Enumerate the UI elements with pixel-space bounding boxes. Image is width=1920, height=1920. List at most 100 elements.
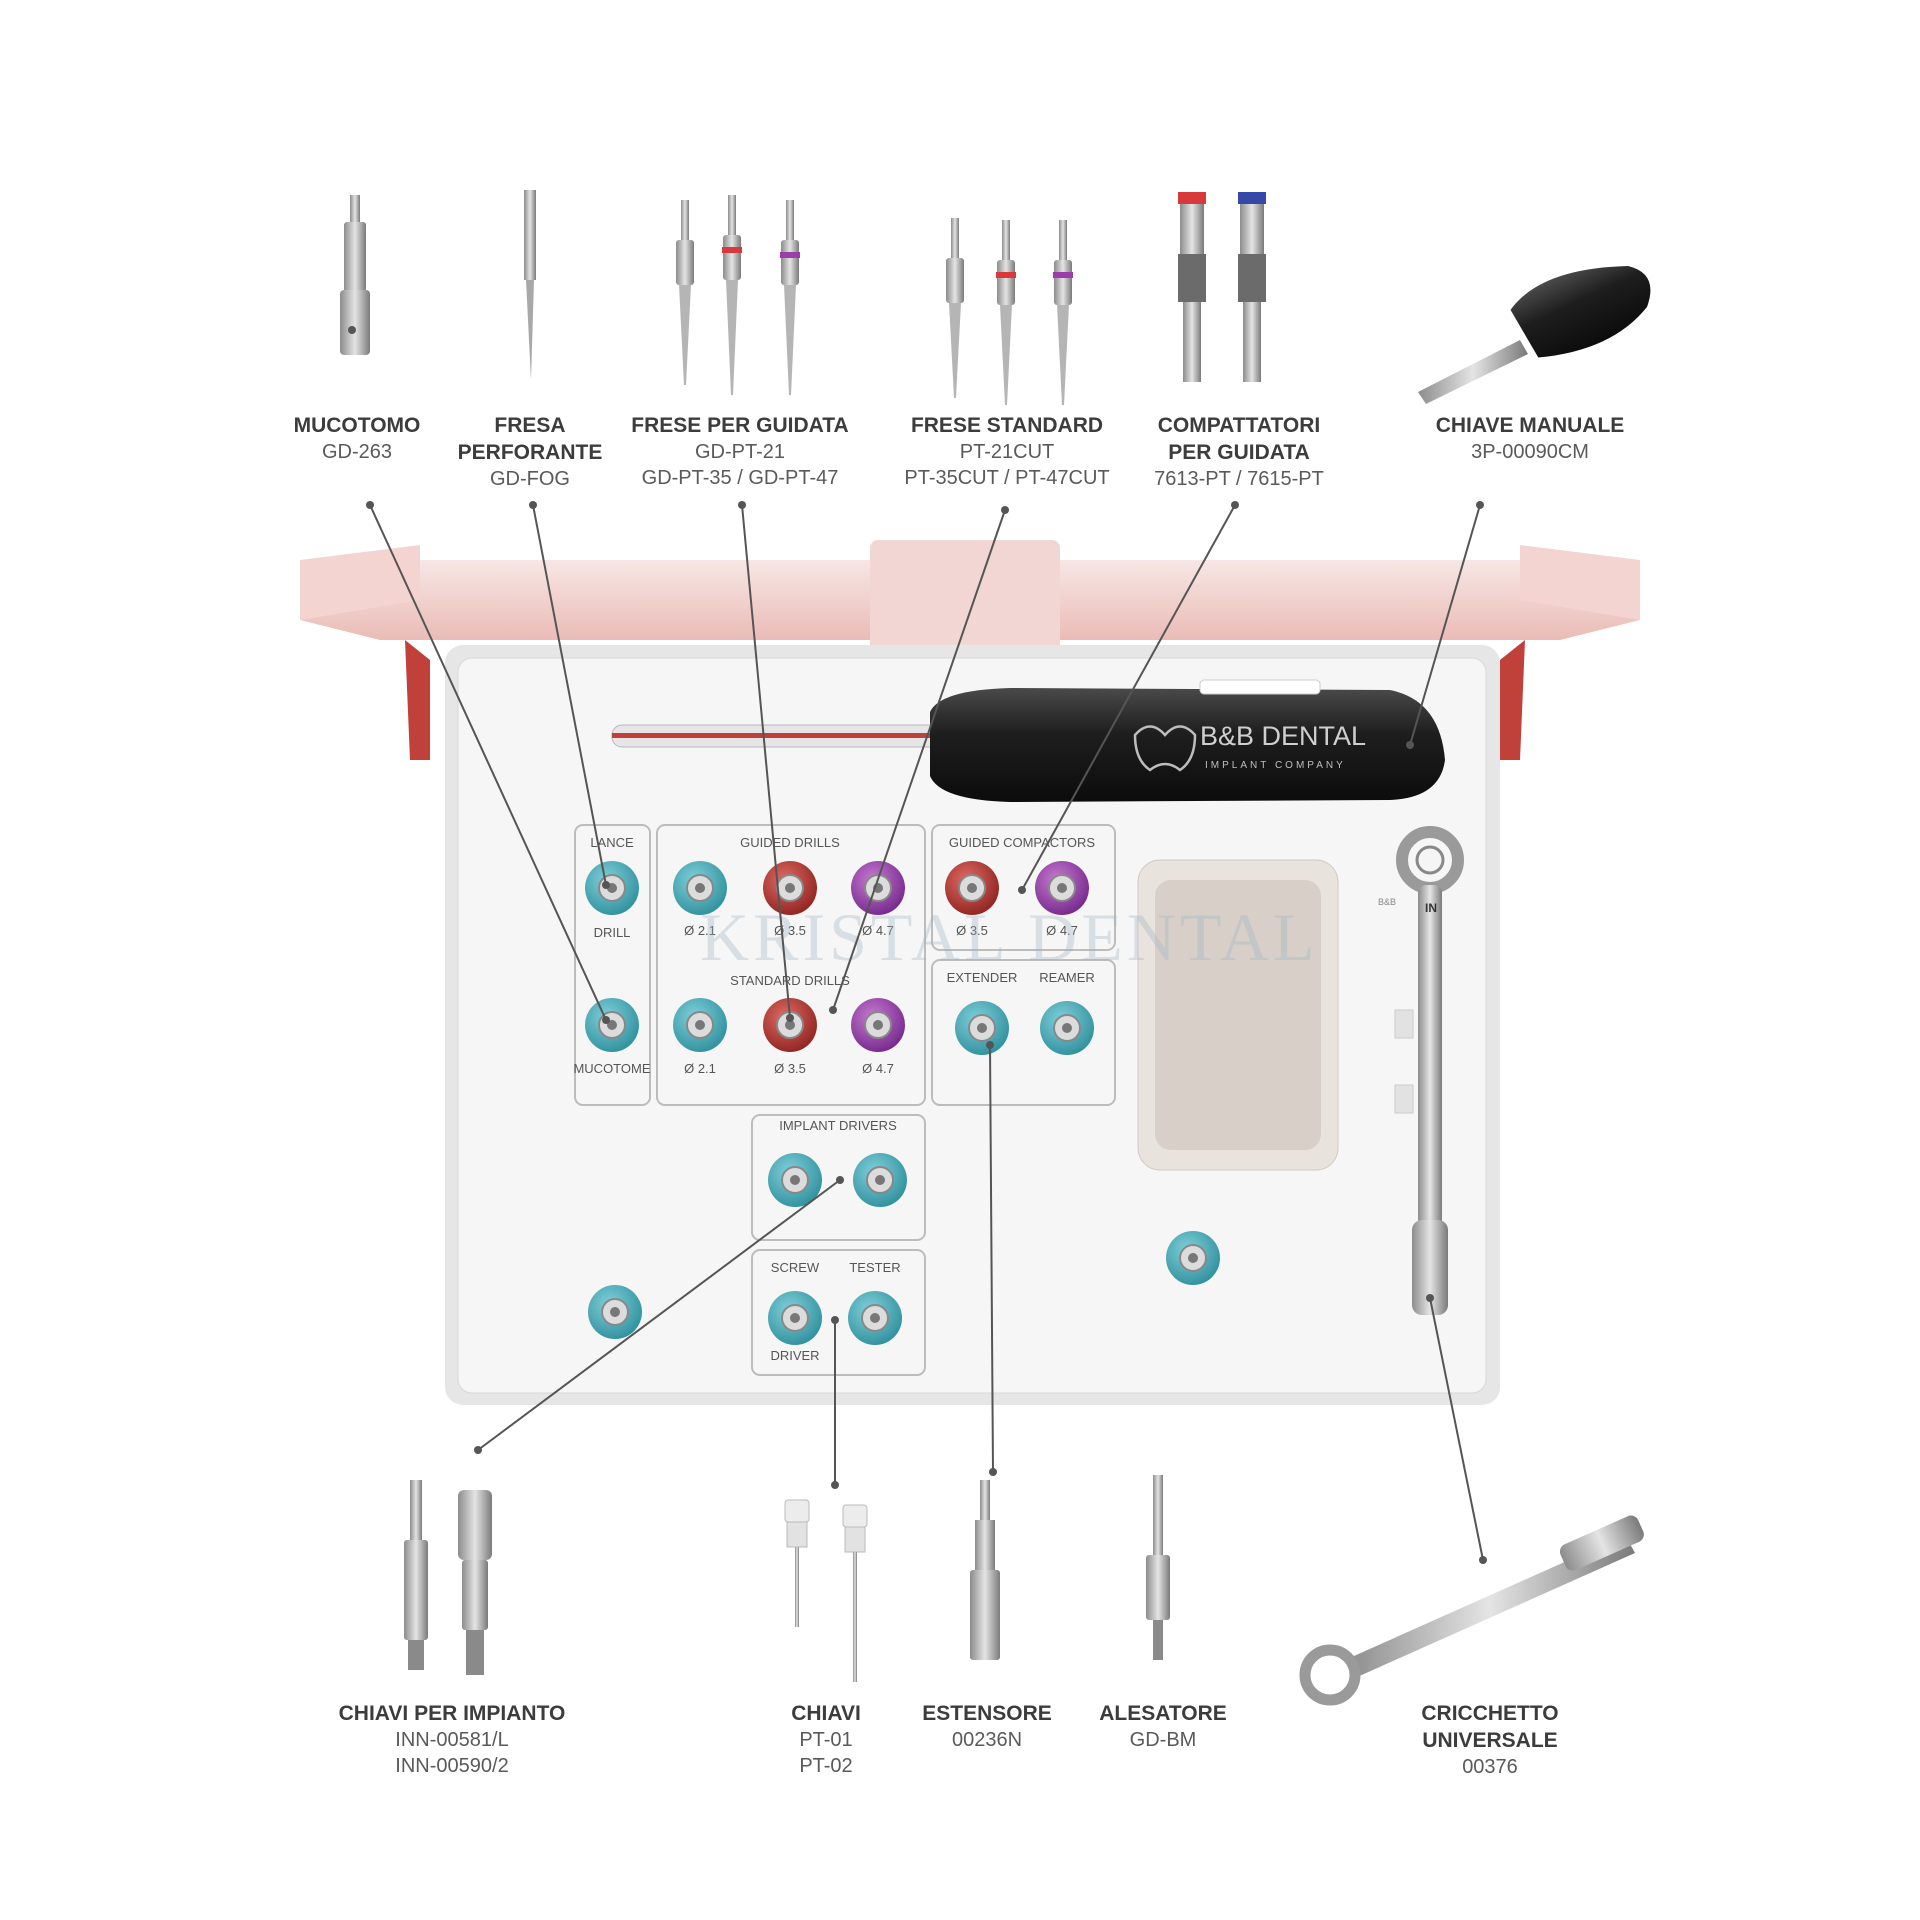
leader-dot-chiavi-impianto-start [474,1446,482,1454]
socket-reamer [1040,1001,1094,1055]
label-chiavi-title: CHIAVI [791,1702,861,1725]
label-compattatori-code: 7613-PT / 7615-PT [1154,468,1324,490]
label-alesatore-title: ALESATORE [1099,1702,1227,1725]
label-frese-guidata: FRESE PER GUIDATA GD-PT-21 GD-PT-35 / GD… [590,412,890,491]
tray-label-implant-drivers: IMPLANT DRIVERS [779,1118,897,1133]
socket-extender [955,1001,1009,1055]
socket-sd-47 [851,998,905,1052]
tray-brand-sub: IMPLANT COMPANY [1205,760,1346,771]
label-fresa-code: GD-FOG [490,468,570,490]
instrument-mucotomo [340,195,370,355]
leader-dot-chiavi-end [831,1316,839,1324]
leader-estensore [989,1044,994,1473]
leader-chiave-manuale [1409,504,1481,746]
socket-sd-35 [763,998,817,1052]
label-chiavi-impianto: CHIAVI PER IMPIANTO INN-00581/L INN-0059… [302,1700,602,1779]
leader-dot-fresa-end [602,881,610,889]
tray-label-guided-compactors: GUIDED COMPACTORS [949,835,1095,850]
leader-dot-chiave-manuale-end [1406,741,1414,749]
instrument-chiavi-impianto [404,1480,492,1675]
leader-dot-compattatori-end [1018,886,1026,894]
leader-fresa [532,504,607,886]
tray-sockets [585,861,1220,1345]
leader-dot-estensore-end [986,1041,994,1049]
tray-labels: LANCE DRILL MUCOTOME GUIDED DRILLS STAND… [573,835,1095,1363]
leader-lines [369,504,1484,1561]
label-cricchetto: CRICCHETTO UNIVERSALE 00376 [1340,1700,1640,1780]
label-frese-guidata-code-2: GD-PT-35 / GD-PT-47 [641,467,839,489]
socket-gc-35 [945,861,999,915]
tray-hand-wrench: B&B DENTAL IMPLANT COMPANY [611,679,1445,802]
socket-gd-21 [673,861,727,915]
tray-brand-text: B&B DENTAL [1200,721,1366,751]
leader-dot-frese-standard-end [829,1006,837,1014]
instrument-fresa-perforante [524,190,536,380]
tray-compartments [574,824,1116,1376]
tray-label-screw: SCREW [771,1260,820,1275]
label-chiavi-code-1: PT-01 [799,1729,853,1751]
label-frese-standard-code-2: PT-35CUT / PT-47CUT [904,467,1110,489]
label-frese-guidata-title: FRESE PER GUIDATA [631,414,849,437]
instrument-chiavi [784,1499,868,1682]
socket-lance-drill [585,861,639,915]
tray-label-gd-21: Ø 2.1 [684,923,716,938]
tray-ratchet-in: IN [1425,901,1437,915]
label-chiave-manuale: CHIAVE MANUALE 3P-00090CM [1380,412,1680,465]
socket-sd-21 [673,998,727,1052]
label-frese-guidata-code-1: GD-PT-21 [694,441,786,463]
tray-label-gc-35: Ø 3.5 [956,923,988,938]
socket-tester [848,1291,902,1345]
leader-frese-standard [832,509,1006,1011]
label-chiave-manuale-title: CHIAVE MANUALE [1435,414,1625,437]
tray-label-mucotome: MUCOTOME [573,1061,650,1076]
tray-label-sd-21: Ø 2.1 [684,1061,716,1076]
label-chiavi-impianto-code-2: INN-00590/2 [395,1755,509,1777]
label-alesatore-code: GD-BM [1129,1729,1197,1751]
leader-frese-guidata [741,504,791,1019]
leader-dot-mucotomo-end [602,1016,610,1024]
tray-label-sd-35: Ø 3.5 [774,1061,806,1076]
label-mucotomo-code: GD-263 [321,441,393,463]
label-frese-standard-title: FRESE STANDARD [910,414,1104,437]
leader-dot-cricchetto-end [1426,1294,1434,1302]
socket-tray-foot-right [1166,1231,1220,1285]
label-estensore: ESTENSORE 00236N [837,1700,1137,1753]
instrument-frese-standard [946,218,1073,405]
tray-label-gd-47: Ø 4.7 [862,923,894,938]
tray-well [1137,859,1339,1171]
label-fresa-title-2: PERFORANTE [457,441,603,464]
leader-dot-chiave-manuale-start [1476,501,1484,509]
label-estensore-code: 00236N [951,1729,1023,1751]
label-fresa-perforante: FRESA PERFORANTE GD-FOG [380,412,680,492]
label-compattatori-title-2: PER GUIDATA [1168,441,1310,464]
tray-label-reamer: REAMER [1039,970,1095,985]
watermark: KRISTAL DENTAL [700,899,1319,975]
leader-compattatori [1021,504,1236,891]
socket-implant-driver-2 [853,1153,907,1207]
label-mucotomo-title: MUCOTOMO [293,414,421,437]
leader-dot-cricchetto-start [1479,1556,1487,1564]
instrument-estensore [970,1480,1000,1660]
socket-tray-foot-left [588,1285,642,1339]
instrument-compattatori [1178,192,1266,382]
leader-dot-estensore-start [989,1468,997,1476]
label-frese-standard-code-1: PT-21CUT [959,441,1055,463]
leader-dot-frese-standard-start [1001,506,1009,514]
instrument-frese-guidata [676,195,800,395]
label-cricchetto-code: 00376 [1462,1756,1518,1778]
leader-chiavi-impianto [477,1179,841,1451]
socket-screw-driver [768,1291,822,1345]
tray-label-drill: DRILL [594,925,631,940]
leader-dot-chiavi-start [831,1481,839,1489]
leader-dots [366,501,1487,1564]
logo-icon [1133,725,1197,772]
socket-implant-driver-1 [768,1153,822,1207]
label-cricchetto-title-2: UNIVERSALE [1422,1729,1558,1752]
tray-label-sd-47: Ø 4.7 [862,1061,894,1076]
leader-dot-fresa-start [529,501,537,509]
label-alesatore: ALESATORE GD-BM [1013,1700,1313,1753]
tray-ratchet-brand: B&B [1378,897,1396,907]
label-chiavi-impianto-code-1: INN-00581/L [395,1729,509,1751]
tray-label-tester: TESTER [849,1260,900,1275]
instrument-alesatore [1146,1475,1170,1660]
